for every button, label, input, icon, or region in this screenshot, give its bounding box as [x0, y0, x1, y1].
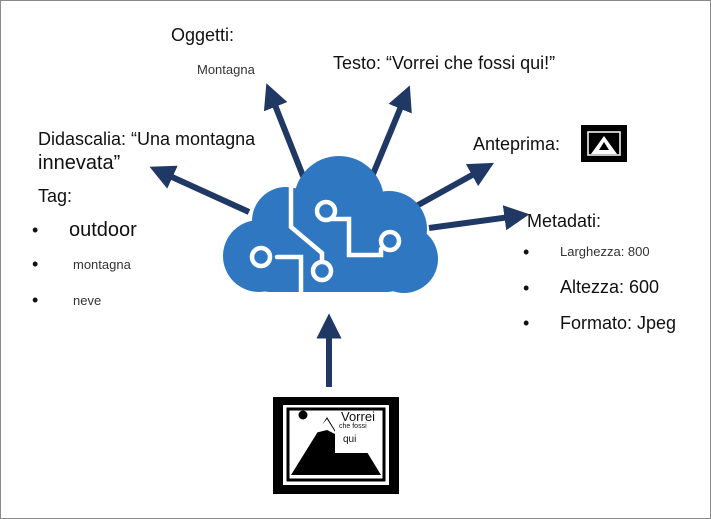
caption-line1: Didascalia: “Una montagna	[38, 129, 256, 149]
tag-item: neve	[73, 293, 102, 308]
tag-item: outdoor	[69, 219, 137, 241]
objects-title: Oggetti:	[171, 25, 235, 45]
metadata-item: Larghezza: 800	[560, 244, 650, 259]
tag-item: montagna	[73, 257, 131, 272]
preview-label: Anteprima:	[473, 134, 561, 154]
photo-frame	[273, 397, 399, 494]
metadata-bullet: •	[523, 313, 530, 333]
metadata-item: Altezza: 600	[560, 277, 660, 297]
arrow-to-metadata	[428, 205, 530, 231]
metadata-bullet: •	[523, 278, 530, 298]
ai-cloud-icon	[223, 156, 438, 304]
tags-title: Tag:	[38, 186, 73, 206]
arrow-to-caption	[149, 165, 251, 215]
tag-bullet: •	[32, 220, 39, 240]
objects-item: Montagna	[197, 62, 255, 77]
metadata-item: Formato: Jpeg	[560, 313, 677, 333]
preview-thumbnail-icon	[581, 125, 627, 162]
photo-text-line3: qui	[343, 434, 357, 445]
metadata-title: Metadati:	[527, 211, 602, 231]
tag-bullet: •	[32, 254, 39, 274]
tag-bullet: •	[32, 290, 39, 310]
text-label: Testo: “Vorrei che fossi qui!”	[333, 53, 556, 73]
arrow-to-text	[368, 85, 412, 181]
arrow-to-preview	[409, 162, 495, 212]
photo-text-line1: Vorrei	[341, 409, 375, 424]
arrow-to-objects	[263, 83, 308, 183]
photo-text-line2: che fossi	[339, 423, 367, 430]
metadata-bullet: •	[523, 242, 530, 262]
caption-line2: innevata”	[38, 152, 121, 174]
